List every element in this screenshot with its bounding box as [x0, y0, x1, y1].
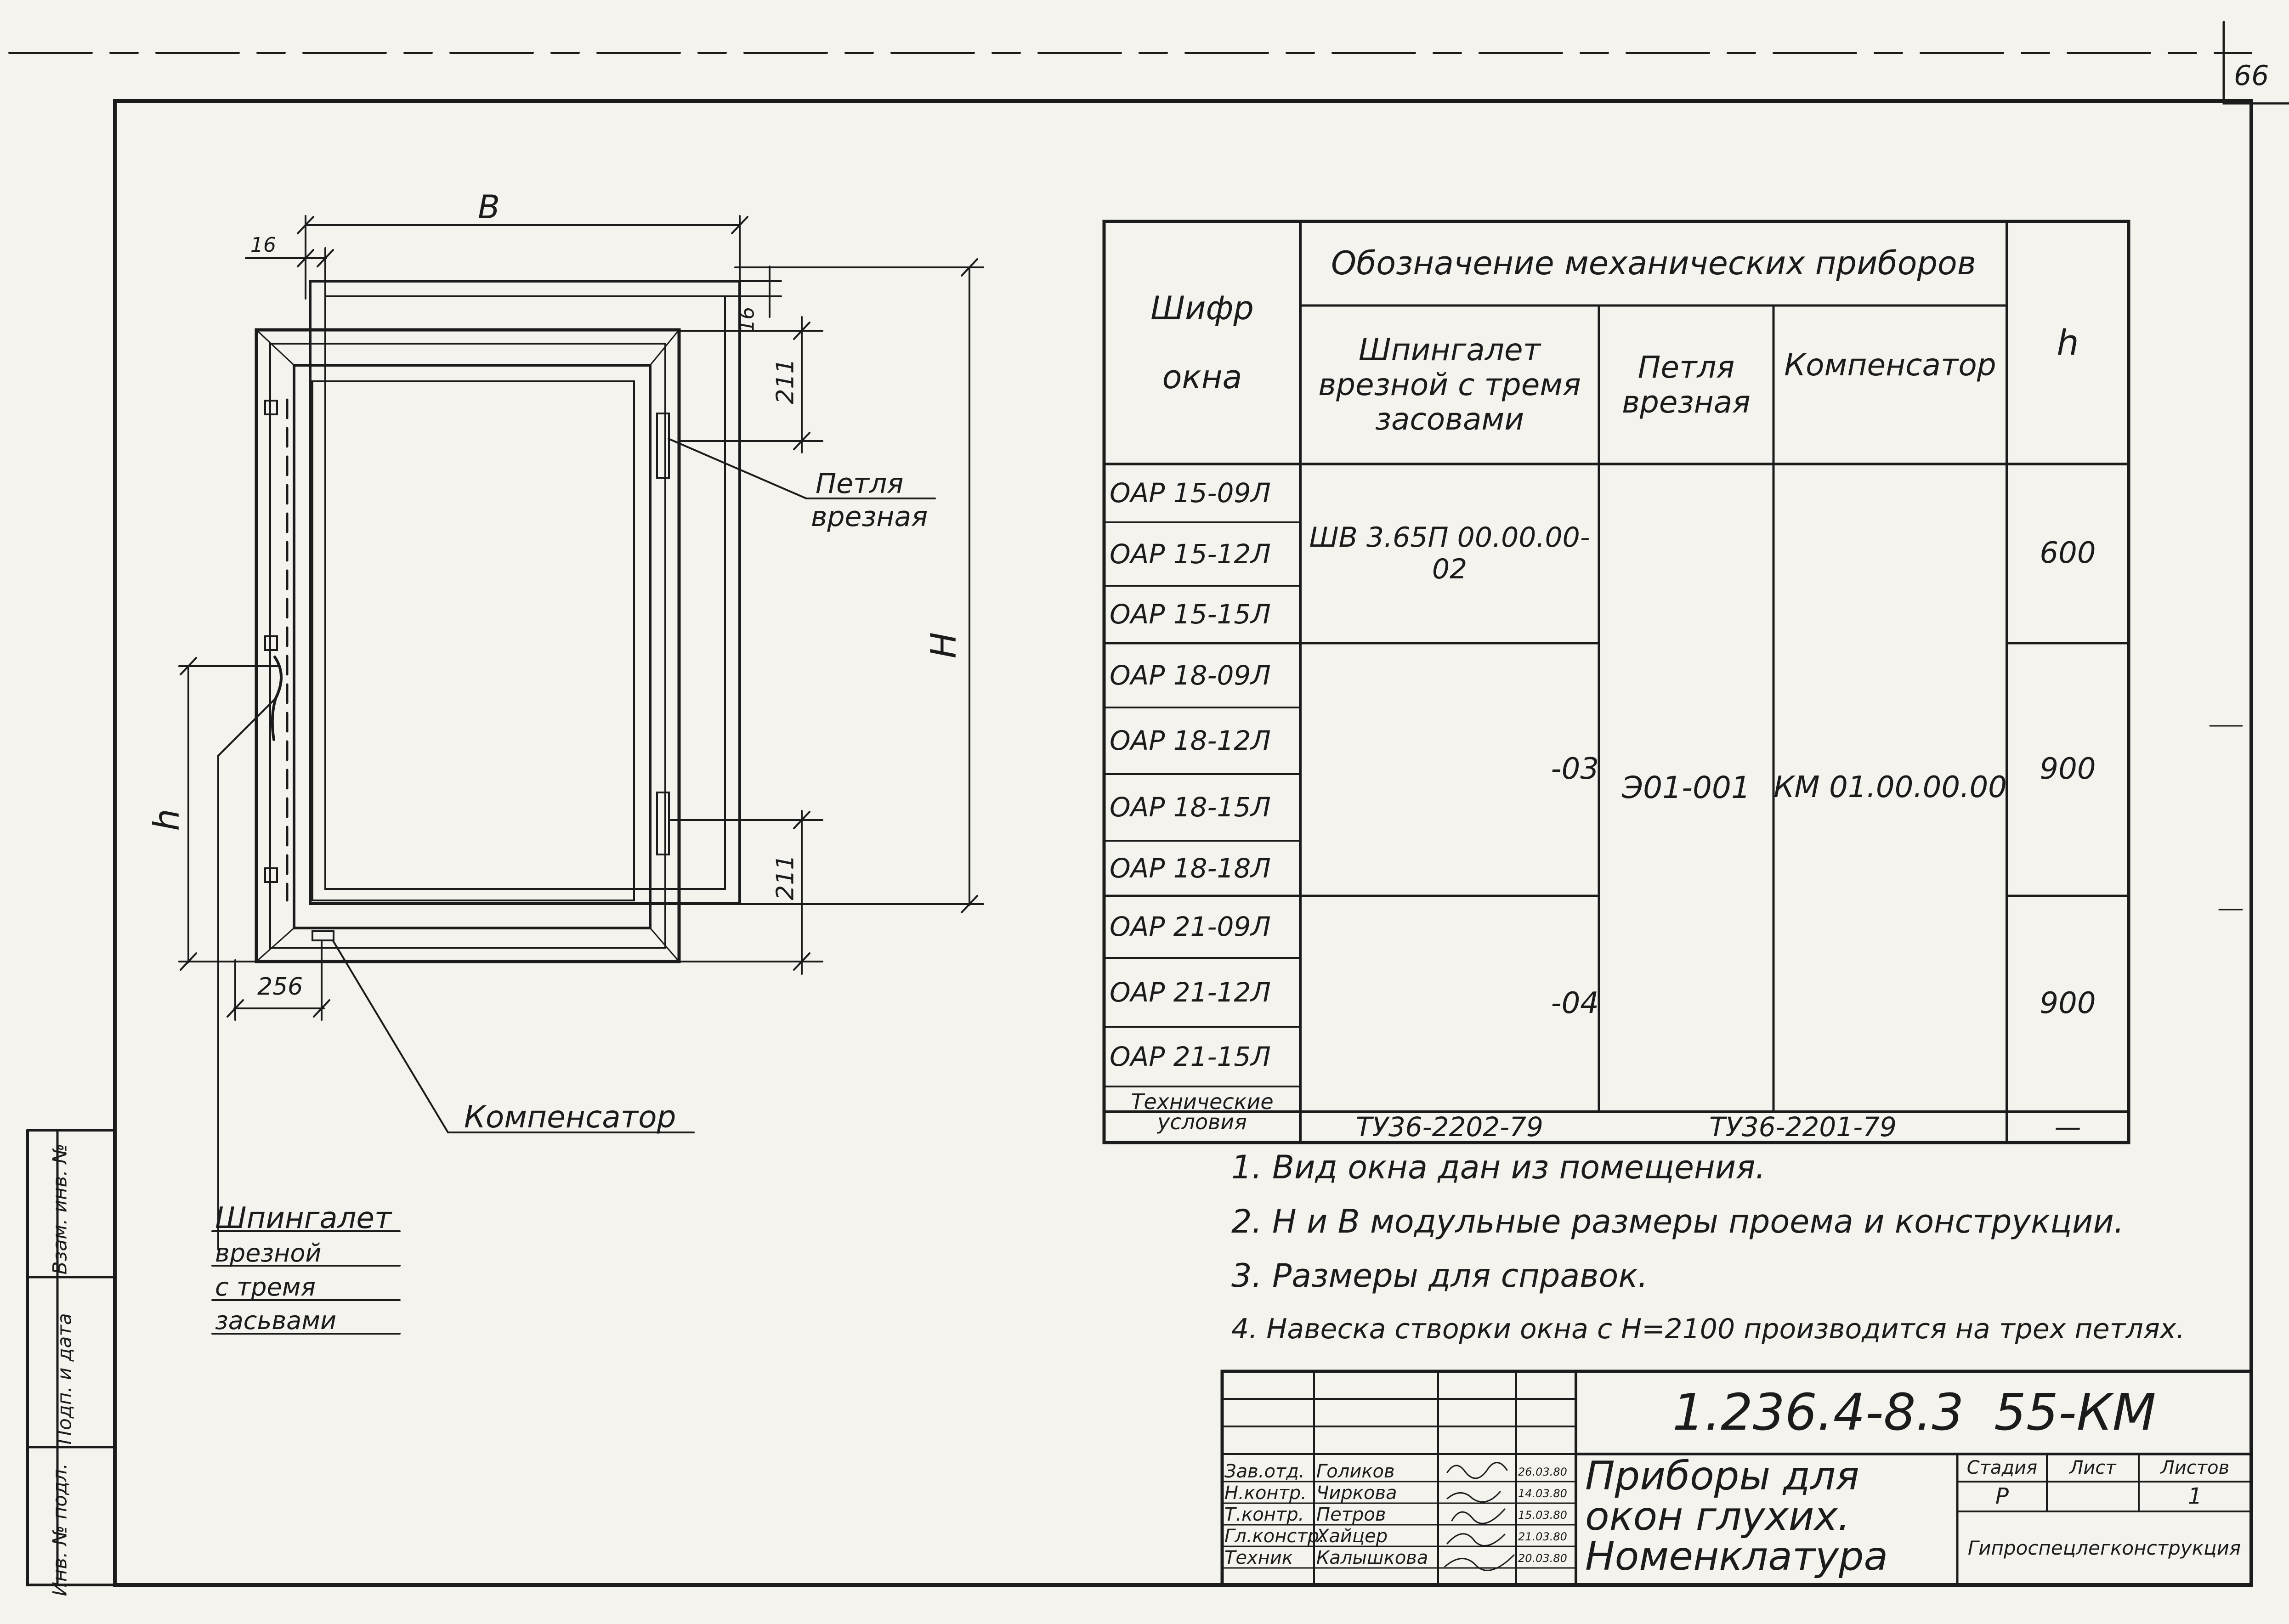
h-group1: 600	[2040, 536, 2096, 571]
person-name: Чиркова	[1316, 1483, 1397, 1504]
row-code: ОАР 15-12Л	[1110, 538, 1271, 570]
dim-211-top-label: 211	[771, 358, 799, 404]
sheet-code: 55-КМ	[1994, 1383, 2156, 1442]
tu-shpingalet: ТУ36-2202-79	[1356, 1111, 1543, 1143]
header-shpingalet-line2: врезной с тремя	[1318, 367, 1581, 402]
shpingalet-group2: -03	[1551, 752, 1599, 787]
row-code: ОАР 18-15Л	[1110, 792, 1271, 823]
row-code: ОАР 18-09Л	[1110, 659, 1271, 691]
row-code: ОАР 15-09Л	[1110, 477, 1271, 509]
table-header-shpingalet: Шпингалет врезной с тремя засовами	[1300, 306, 1599, 464]
row-code: ОАР 21-15Л	[1110, 1041, 1271, 1072]
tu-h: —	[2054, 1111, 2081, 1143]
person-date: 15.03.80	[1518, 1509, 1567, 1522]
dim-h-upper-label: H	[923, 632, 964, 659]
dim-h-lower-label: h	[146, 809, 187, 831]
header-code-line2: окна	[1162, 358, 1242, 396]
tu-label-line2: условия	[1157, 1109, 1247, 1134]
side-stamp-replace: Взам. инв. №	[48, 1143, 71, 1275]
person-date: 26.03.80	[1518, 1466, 1567, 1478]
h-group2: 900	[2040, 752, 2096, 787]
sheets-label: Листов	[2160, 1457, 2230, 1478]
organization: Гипроспецлегконструкция	[1967, 1536, 2241, 1559]
person-name: Калышкова	[1316, 1547, 1428, 1568]
dim-211-bottom-label: 211	[771, 854, 799, 900]
shpingalet-group3: -04	[1551, 986, 1599, 1021]
label-shpingalet-line3: с тремя	[215, 1273, 316, 1301]
dim-16-right-label: 16	[735, 306, 759, 333]
person-role: Зав.отд.	[1224, 1461, 1305, 1482]
label-shpingalet-line4: засьвами	[215, 1306, 337, 1335]
label-shpingalet-line1: Шпингалет	[215, 1201, 392, 1235]
person-name: Голиков	[1316, 1461, 1395, 1482]
person-date: 20.03.80	[1518, 1552, 1567, 1565]
table-header-petlya: Петля врезная	[1599, 306, 1773, 464]
table-header-h: h	[2057, 322, 2079, 363]
label-kompensator: Компенсатор	[464, 1099, 676, 1135]
header-shpingalet-line1: Шпингалет	[1358, 332, 1541, 368]
sheet-number: 66	[2234, 60, 2269, 92]
header-petlya-line2: врезная	[1622, 384, 1751, 420]
note-1: 1. Вид окна дан из помещения.	[1231, 1149, 1766, 1186]
person-role: Т.контр.	[1224, 1504, 1304, 1525]
shpingalet-group1: ШВ 3.65П 00.00.00-02	[1309, 521, 1590, 585]
row-code: ОАР 18-18Л	[1110, 852, 1271, 884]
person-role: Техник	[1224, 1547, 1293, 1568]
tu-petlya-kompensator: ТУ36-2201-79	[1709, 1111, 1897, 1143]
person-role: Гл.констр.	[1224, 1526, 1325, 1547]
dim-16-top-label: 16	[250, 233, 276, 257]
petlya-value: Э01-001	[1622, 770, 1751, 806]
stamp-title: Приборы для окон глухих. Номенклатура	[1585, 1456, 1888, 1577]
row-code: ОАР 21-09Л	[1110, 911, 1271, 943]
note-4: 4. Навеска створки окна с Н=2100 произво…	[1231, 1313, 2185, 1345]
person-date: 14.03.80	[1518, 1487, 1567, 1500]
side-stamp-sign: Подп. и дата	[53, 1313, 76, 1445]
header-shpingalet-line3: засовами	[1375, 402, 1524, 437]
table-header-group: Обозначение механических приборов	[1331, 244, 1976, 283]
h-group3: 900	[2040, 986, 2096, 1021]
label-shpingalet-line2: врезной	[215, 1239, 322, 1268]
stamp-title-line3: Номенклатура	[1585, 1533, 1888, 1580]
table-header-code: Шифр окна	[1104, 221, 1300, 464]
row-code: ОАР 21-12Л	[1110, 976, 1271, 1008]
dim-b-label: B	[478, 188, 500, 226]
note-3: 3. Размеры для справок.	[1231, 1257, 1648, 1295]
row-code: ОАР 15-15Л	[1110, 599, 1271, 630]
sheet-label: Лист	[2069, 1457, 2116, 1478]
header-petlya-line1: Петля	[1637, 349, 1735, 385]
note-2: 2. Н и В модульные размеры проема и конс…	[1231, 1203, 2125, 1240]
dim-256-label: 256	[257, 973, 303, 1001]
sheets-value: 1	[2188, 1483, 2202, 1509]
kompensator-value: КМ 01.00.00.00	[1773, 770, 2007, 805]
side-stamp-inv: Инв. № подл.	[48, 1463, 71, 1596]
row-code: ОАР 18-12Л	[1110, 725, 1271, 757]
tu-label-line1: Технические	[1131, 1089, 1274, 1115]
stage-label: Стадия	[1966, 1457, 2038, 1478]
label-petlya-line2: врезная	[811, 501, 928, 533]
stage-value: Р	[1995, 1483, 2009, 1509]
person-name: Хайцер	[1316, 1526, 1388, 1547]
label-petlya-line1: Петля	[816, 468, 904, 500]
person-name: Петров	[1316, 1504, 1386, 1525]
person-date: 21.03.80	[1518, 1530, 1567, 1543]
header-code-line1: Шифр	[1150, 289, 1254, 327]
tu-label: Технические условия	[1104, 1082, 1300, 1143]
person-role: Н.контр.	[1224, 1483, 1307, 1504]
doc-code: 1.236.4-8.3	[1672, 1383, 1964, 1442]
stamp-title-line1: Приборы для	[1585, 1453, 1859, 1499]
stamp-title-line2: окон глухих.	[1585, 1493, 1850, 1539]
table-header-kompensator: Компенсатор	[1784, 347, 1996, 383]
